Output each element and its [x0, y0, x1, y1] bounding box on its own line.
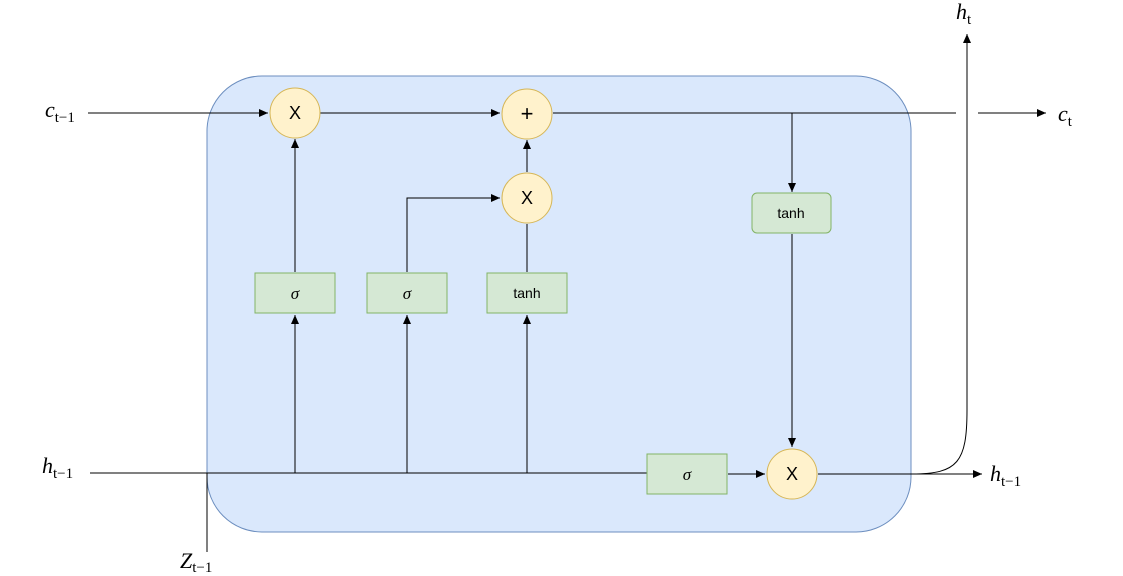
- cell-tanh: tanh: [751, 192, 832, 234]
- connectors: [88, 34, 1046, 552]
- input-gate-label: σ: [403, 284, 412, 303]
- candidate-tanh: tanh: [486, 272, 568, 314]
- input-gate: σ: [366, 272, 448, 314]
- output-gate-label: σ: [683, 465, 692, 484]
- cell-tanh-label: tanh: [777, 205, 804, 221]
- h-prev-input-label: ht−1: [42, 453, 73, 482]
- output-multiply-op: X: [766, 448, 818, 500]
- candidate-tanh-label: tanh: [513, 285, 540, 301]
- output-multiply-symbol: X: [786, 464, 798, 484]
- forget-multiply-op: X: [269, 87, 321, 139]
- h-t-curve-arrow: [911, 34, 971, 475]
- z-prev-label: Zt−1: [180, 548, 212, 576]
- cell-add-symbol: +: [521, 101, 534, 126]
- output-gate: σ: [646, 453, 728, 495]
- h-prev-output-label: ht−1: [990, 461, 1021, 490]
- input-gate-arrow: [406, 194, 500, 272]
- input-multiply-op: X: [501, 172, 553, 224]
- c-prev-label: ct−1: [45, 97, 75, 126]
- forget-gate-label: σ: [291, 284, 300, 303]
- c-next-label: ct: [1058, 101, 1073, 130]
- forget-gate: σ: [254, 272, 336, 314]
- h-t-label: ht: [956, 0, 972, 28]
- cell-add-op: +: [501, 88, 553, 140]
- input-multiply-symbol: X: [521, 188, 533, 208]
- forget-multiply-symbol: X: [289, 103, 301, 123]
